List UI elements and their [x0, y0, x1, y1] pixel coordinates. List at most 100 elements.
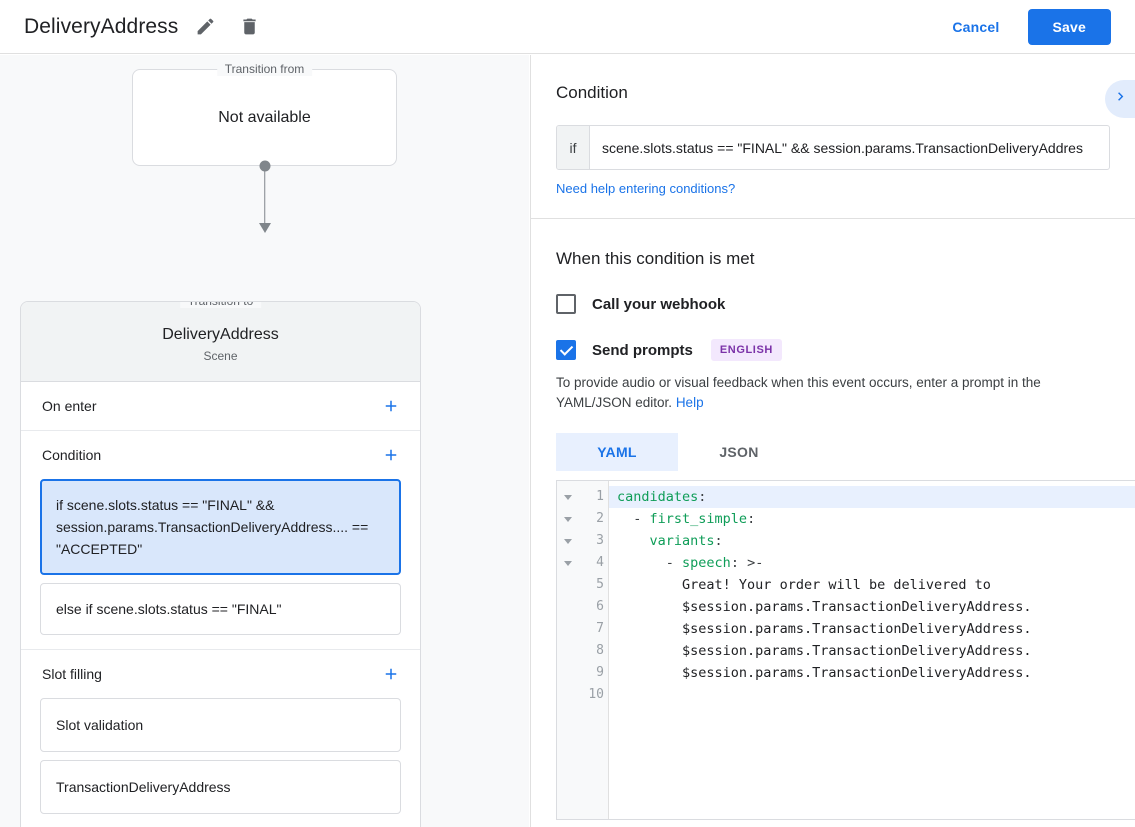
transition-to-legend: Transition to [179, 302, 262, 308]
fold-cell[interactable] [557, 486, 579, 508]
fold-triangle-icon[interactable] [564, 494, 572, 500]
condition-heading: Condition [556, 83, 628, 102]
add-condition-button[interactable] [380, 444, 402, 466]
transition-to-card[interactable]: Transition to DeliveryAddress Scene [21, 302, 420, 382]
top-app-bar: DeliveryAddress Cancel Save [0, 0, 1135, 54]
trash-icon [239, 16, 260, 37]
collapse-panel-button[interactable] [1105, 80, 1135, 118]
plus-icon [385, 449, 397, 461]
code-line[interactable]: $session.params.TransactionDeliveryAddre… [682, 665, 1032, 681]
section-title-on-enter: On enter [42, 398, 97, 414]
condition-section: Condition if Need help entering conditio… [531, 55, 1135, 218]
cancel-button[interactable]: Cancel [938, 10, 1013, 44]
scene-detail-card: Transition to DeliveryAddress Scene On e… [20, 301, 421, 827]
tab-json[interactable]: JSON [719, 444, 759, 460]
code-line[interactable]: Great! Your order will be delivered to [682, 577, 991, 593]
prompts-help-link[interactable]: Help [675, 395, 704, 410]
fold-cell [557, 596, 579, 618]
transition-from-legend: Transition from [216, 62, 313, 76]
delete-button[interactable] [232, 10, 266, 44]
editor-fold-column [557, 481, 579, 819]
fold-cell [557, 574, 579, 596]
fold-cell[interactable] [557, 530, 579, 552]
line-number: 3 [596, 533, 604, 548]
code-line[interactable]: variants: [649, 533, 723, 549]
code-line[interactable]: candidates: [609, 486, 1135, 508]
send-prompts-row: Send prompts ENGLISH [556, 339, 1110, 361]
condition-item-selected[interactable]: if scene.slots.status == "FINAL" && sess… [40, 479, 401, 575]
fold-cell [557, 618, 579, 640]
send-prompts-checkbox[interactable] [556, 340, 576, 360]
line-number: 2 [596, 511, 604, 526]
code-line[interactable]: - speech: >- [665, 555, 764, 571]
transition-to-name: DeliveryAddress [162, 326, 279, 343]
fold-triangle-icon[interactable] [564, 560, 572, 566]
fold-cell[interactable] [557, 552, 579, 574]
add-on-enter-button[interactable] [380, 395, 402, 417]
editor-code-area[interactable]: candidates: - first_simple: variants: - … [609, 481, 1135, 819]
tab-yaml[interactable]: YAML [556, 433, 678, 471]
code-line[interactable]: - first_simple: [633, 511, 756, 527]
section-header-on-enter[interactable]: On enter [21, 382, 420, 430]
section-on-enter: On enter [21, 382, 420, 431]
when-condition-met-section: When this condition is met Call your web… [531, 219, 1135, 471]
when-met-heading: When this condition is met [556, 249, 755, 268]
line-number: 6 [596, 599, 604, 614]
fold-cell [557, 662, 579, 684]
panel-divider [531, 218, 1135, 219]
transition-from-value: Not available [218, 108, 311, 126]
prompts-helper-body: To provide audio or visual feedback when… [556, 375, 1041, 410]
line-number: 7 [596, 621, 604, 636]
pencil-icon [195, 16, 216, 37]
line-number: 9 [596, 665, 604, 680]
condition-help-link[interactable]: Need help entering conditions? [556, 181, 736, 196]
line-number: 10 [588, 687, 604, 702]
editor-format-tabs: YAML JSON [556, 433, 1110, 471]
plus-icon [385, 668, 397, 680]
page-title: DeliveryAddress [24, 14, 179, 38]
condition-list: if scene.slots.status == "FINAL" && sess… [21, 479, 420, 649]
section-title-slot-filling: Slot filling [42, 666, 102, 682]
condition-item[interactable]: else if scene.slots.status == "FINAL" [40, 583, 401, 635]
fold-cell[interactable] [557, 508, 579, 530]
condition-detail-panel: Condition if Need help entering conditio… [530, 55, 1135, 827]
slot-item-transaction-delivery-address[interactable]: TransactionDeliveryAddress [40, 760, 401, 814]
prompts-helper-text: To provide audio or visual feedback when… [556, 373, 1110, 413]
slot-list: Slot validation TransactionDeliveryAddre… [21, 698, 420, 827]
transition-arrow [0, 160, 529, 242]
code-line[interactable]: $session.params.TransactionDeliveryAddre… [682, 621, 1032, 637]
yaml-editor[interactable]: 1 2 3 4 5 6 7 8 9 10 candidates: - first_simple: … [556, 480, 1135, 820]
transition-from-card[interactable]: Transition from Not available [132, 62, 397, 166]
arrow-head-icon [258, 223, 271, 233]
condition-input-row: if [556, 125, 1110, 170]
fold-triangle-icon[interactable] [564, 516, 572, 522]
fold-cell [557, 640, 579, 662]
line-number: 5 [596, 577, 604, 592]
transition-to-type: Scene [203, 349, 238, 363]
code-line[interactable] [609, 684, 1135, 706]
transition-graph-panel: Transition from Not available Transition… [0, 55, 529, 827]
graph-area: Transition from Not available [0, 55, 529, 242]
line-number: 8 [596, 643, 604, 658]
call-webhook-checkbox[interactable] [556, 294, 576, 314]
fold-triangle-icon[interactable] [564, 538, 572, 544]
line-number: 4 [596, 555, 604, 570]
section-header-slot-filling[interactable]: Slot filling [21, 650, 420, 698]
edit-name-button[interactable] [188, 10, 222, 44]
code-line[interactable]: $session.params.TransactionDeliveryAddre… [682, 643, 1032, 659]
arrow-line [263, 166, 266, 224]
slot-item-validation[interactable]: Slot validation [40, 698, 401, 752]
save-button[interactable]: Save [1027, 8, 1111, 45]
send-prompts-label: Send prompts [592, 341, 693, 359]
add-slot-button[interactable] [380, 663, 402, 685]
plus-icon [385, 400, 397, 412]
condition-expression-input[interactable] [590, 126, 1109, 169]
code-line[interactable]: $session.params.TransactionDeliveryAddre… [682, 599, 1032, 615]
chevron-right-icon [1112, 88, 1129, 110]
section-header-condition[interactable]: Condition [21, 431, 420, 479]
line-number: 1 [596, 489, 604, 504]
call-webhook-label: Call your webhook [592, 295, 726, 313]
section-title-condition: Condition [42, 447, 102, 463]
webhook-row: Call your webhook [556, 294, 1110, 314]
if-prefix-label: if [557, 126, 590, 169]
